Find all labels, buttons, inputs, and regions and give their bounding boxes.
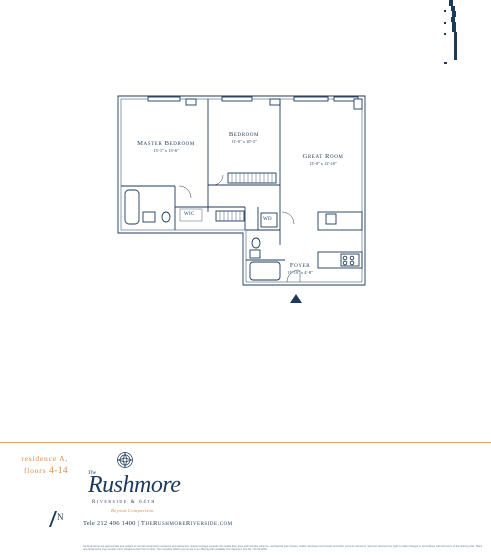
room-dimensions: 13'-0" x 12'-10" — [309, 161, 337, 166]
window — [293, 96, 329, 102]
key-plan-icon — [444, 0, 457, 64]
room-dimensions: 13'-1" x 13'-6" — [153, 148, 179, 153]
kitchen-sink — [325, 213, 337, 225]
sink — [142, 211, 156, 223]
room-name: Bedroom — [228, 131, 260, 138]
room-name: Master Bedroom — [137, 140, 195, 147]
contact-separator: | — [137, 520, 139, 527]
north-label: N — [57, 512, 64, 522]
column — [353, 98, 363, 110]
outer-wall — [117, 95, 366, 286]
footer-divider — [0, 442, 491, 443]
legal-disclaimer: All dimensions are approximate and subje… — [83, 545, 483, 552]
cooktop — [340, 253, 360, 267]
north-arrow-icon: N — [49, 511, 64, 527]
bathtub — [124, 189, 140, 225]
residence-line: residence A, — [21, 454, 68, 463]
room-dimensions: 11'-0" x 10'-3" — [231, 139, 257, 144]
washer-dryer — [260, 212, 278, 228]
floors-prefix: floors — [23, 466, 47, 475]
room-name: Great Room — [302, 153, 344, 160]
wic-label: WIC — [184, 212, 195, 217]
kitchen-counter-2 — [317, 251, 363, 269]
window — [147, 96, 181, 102]
residence-label: residence A, floors 4-14 — [8, 453, 68, 477]
floors-range: 4-14 — [48, 466, 68, 476]
room-master-bedroom: Master Bedroom 13'-1" x 13'-6" — [128, 140, 204, 153]
compass-emblem-icon — [116, 451, 134, 469]
room-foyer: Foyer 11'-10" x 4'-8" — [278, 262, 322, 275]
phone-number: Tele 212 496 1400 — [83, 520, 136, 527]
kitchen-counter — [317, 211, 363, 231]
column — [185, 98, 197, 106]
rushmore-logo: The Rushmore Riverside & 64th Beyond Com… — [74, 448, 181, 518]
logo-subtitle: Riverside & 64th — [92, 500, 156, 505]
floors-line: floors 4-14 — [8, 465, 68, 477]
wd-label: WD — [263, 217, 272, 222]
bathtub-2 — [249, 261, 281, 281]
room-dimensions: 11'-10" x 4'-8" — [287, 270, 313, 275]
room-bedroom: Bedroom 11'-0" x 10'-3" — [210, 131, 278, 144]
toilet — [161, 211, 171, 223]
logo-name: Rushmore — [88, 472, 181, 498]
column — [269, 98, 281, 106]
website-link[interactable]: TheRushmoreRiverside.com — [140, 520, 233, 527]
entry-marker-icon — [290, 294, 302, 303]
logo-tagline: Beyond Comparison — [111, 508, 154, 513]
contact-line: Tele 212 496 1400 | TheRushmoreRiverside… — [83, 520, 233, 527]
toilet-2 — [251, 237, 261, 249]
room-name: Foyer — [289, 262, 311, 269]
logo-the: The — [88, 470, 97, 476]
room-great-room: Great Room 13'-0" x 12'-10" — [284, 153, 362, 166]
window — [221, 96, 253, 102]
